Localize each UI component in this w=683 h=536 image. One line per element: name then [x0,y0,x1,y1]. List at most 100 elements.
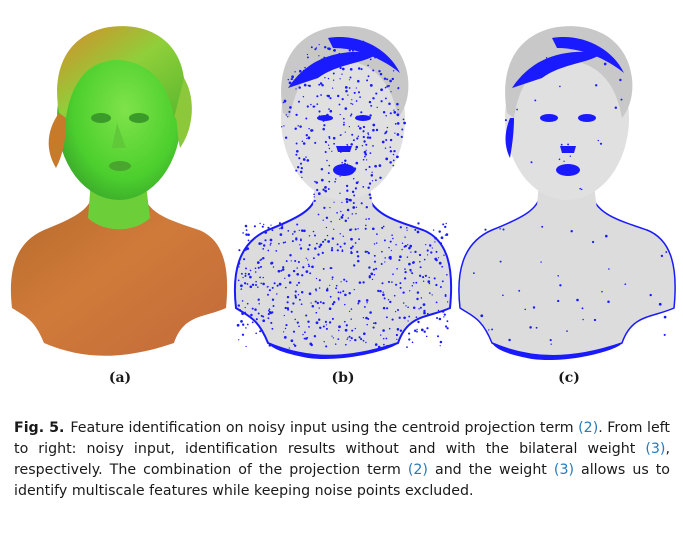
feature-point [328,108,330,110]
feature-point [302,96,305,98]
feature-point [365,168,367,171]
feature-point [518,289,521,292]
feature-point [332,337,335,339]
feature-point [253,225,256,228]
feature-point [405,305,407,307]
feature-point [386,78,389,81]
feature-point [416,230,420,234]
feature-point [416,291,420,294]
feature-point [403,316,406,320]
feature-point [246,323,249,326]
feature-point [353,264,356,267]
feature-point [433,277,436,280]
feature-point [318,287,321,289]
feature-point [361,145,364,147]
feature-point [370,174,374,177]
feature-point [246,247,250,250]
feature-point [339,175,341,177]
feature-point [350,308,353,310]
feature-point [281,268,285,271]
equation-ref-link[interactable]: (2) [578,420,599,436]
equation-ref-link[interactable]: (3) [645,441,666,457]
feature-point [332,79,335,81]
feature-point [279,233,283,236]
feature-point [333,49,336,52]
feature-point [382,306,386,310]
feature-point [339,218,341,220]
feature-point [334,178,337,180]
feature-point [428,244,432,247]
feature-point [397,86,400,90]
feature-point [240,288,243,290]
feature-point [288,81,292,85]
feature-point [382,337,385,340]
feature-point [408,262,411,266]
feature-point [352,206,356,209]
feature-point [328,164,331,167]
feature-points-c [473,57,668,345]
feature-point [329,97,332,100]
figure-caption: Fig. 5.Feature identification on noisy i… [14,418,670,502]
feature-point [411,341,414,344]
feature-point [360,202,363,205]
equation-ref-link[interactable]: (2) [407,462,428,478]
feature-point [385,115,387,117]
feature-point [298,229,300,232]
feature-point [608,268,610,270]
feature-point [665,251,668,253]
feature-point [389,146,392,149]
feature-point [392,164,395,167]
feature-point [310,46,313,49]
feature-point [257,266,260,269]
feature-point [237,279,240,282]
feature-point [323,206,326,210]
feature-point [368,182,372,185]
feature-point [283,336,287,339]
feature-point [337,291,340,294]
feature-point [372,145,374,147]
feature-point [256,261,260,264]
equation-ref-link[interactable]: (3) [553,462,575,478]
feature-point [313,105,316,108]
feature-point [329,267,332,270]
feature-point [412,282,415,284]
feature-point [403,121,406,125]
feature-point [375,242,378,244]
feature-point [446,327,449,330]
feature-point [430,251,433,254]
feature-point [276,293,278,295]
feature-point [262,319,266,323]
feature-point [273,282,276,285]
feature-point [242,276,244,279]
feature-point [390,249,393,252]
feature-point [396,113,400,117]
feature-point [281,225,284,227]
feature-point [436,335,440,338]
feature-point [535,326,538,329]
feature-point [372,322,375,324]
feature-point [368,217,370,220]
feature-point [323,45,327,49]
feature-point [236,323,240,327]
feature-point [331,87,334,89]
feature-point [364,155,366,158]
feature-point [441,280,444,283]
feature-point [328,321,332,324]
feature-point [373,243,376,245]
feature-point [376,106,378,109]
feature-point [348,291,351,295]
feature-point [391,234,393,236]
feature-point [346,338,348,341]
feature-point [414,228,417,231]
bust-result-without-weight-image [228,18,458,363]
feature-point [354,327,356,330]
feature-point [245,233,248,236]
feature-point [286,301,289,304]
feature-point [275,250,278,252]
feature-point [354,338,357,342]
feature-point [649,293,652,297]
feature-point [282,241,285,244]
feature-point [347,94,349,96]
feature-point [299,69,302,73]
feature-point [348,87,351,89]
